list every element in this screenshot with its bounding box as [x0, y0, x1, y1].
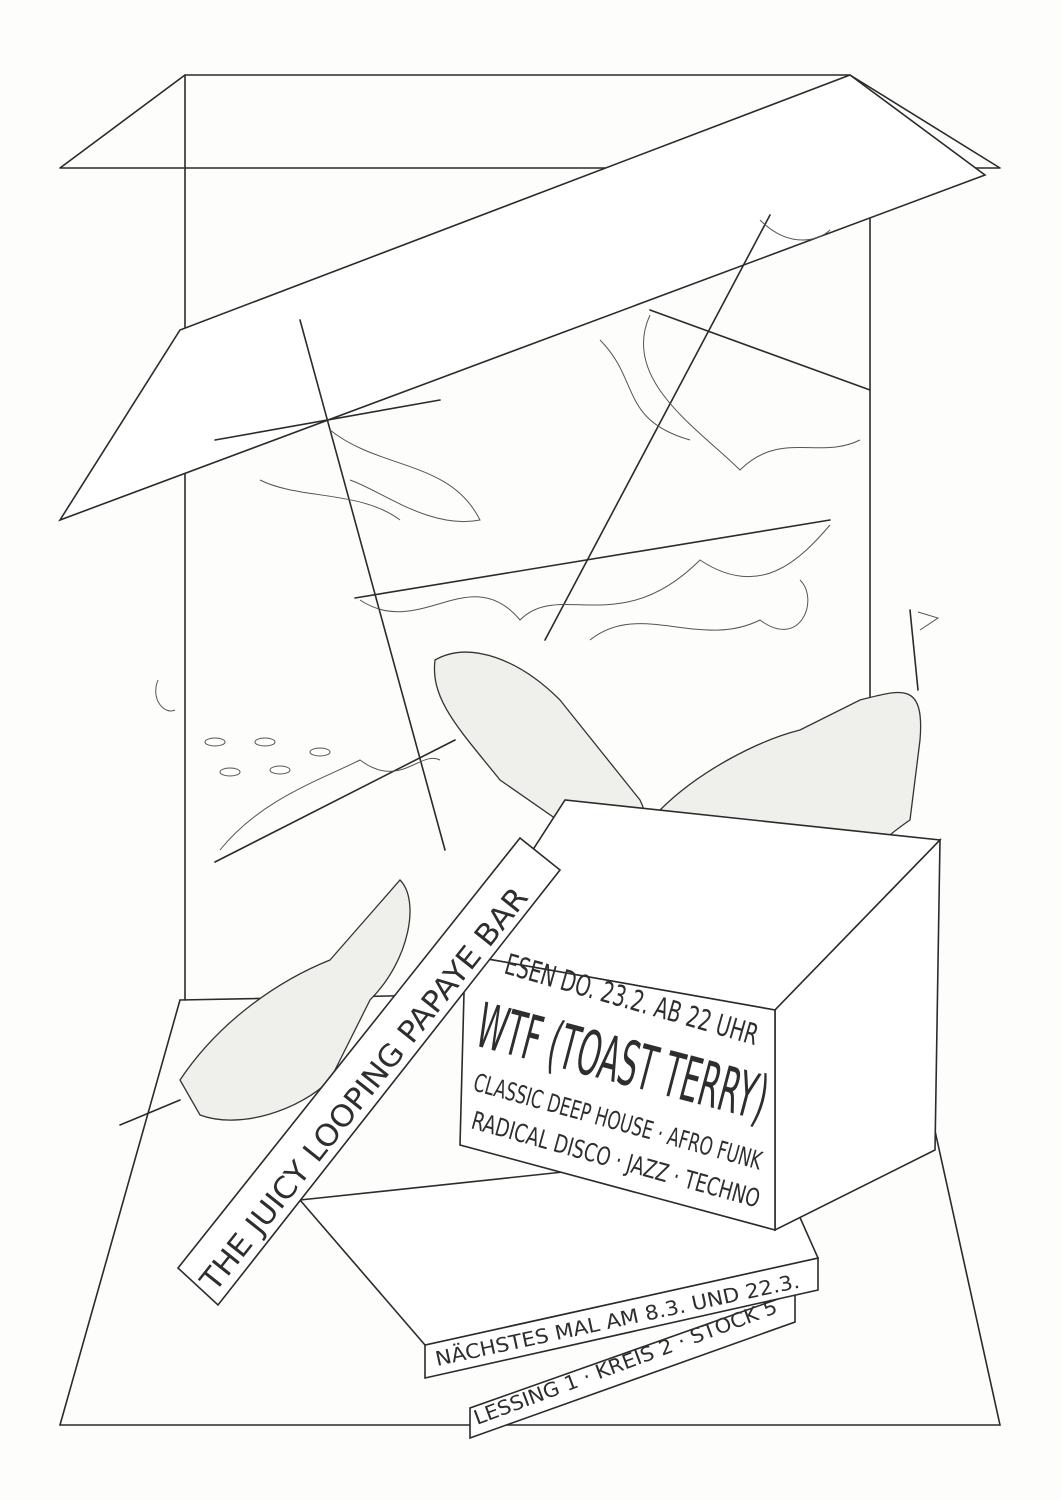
- flags: [219, 219, 940, 851]
- fish-school: [155, 679, 331, 777]
- sign-board: [176, 836, 562, 1307]
- text-box: [459, 799, 942, 1232]
- tilted-board: [58, 74, 987, 522]
